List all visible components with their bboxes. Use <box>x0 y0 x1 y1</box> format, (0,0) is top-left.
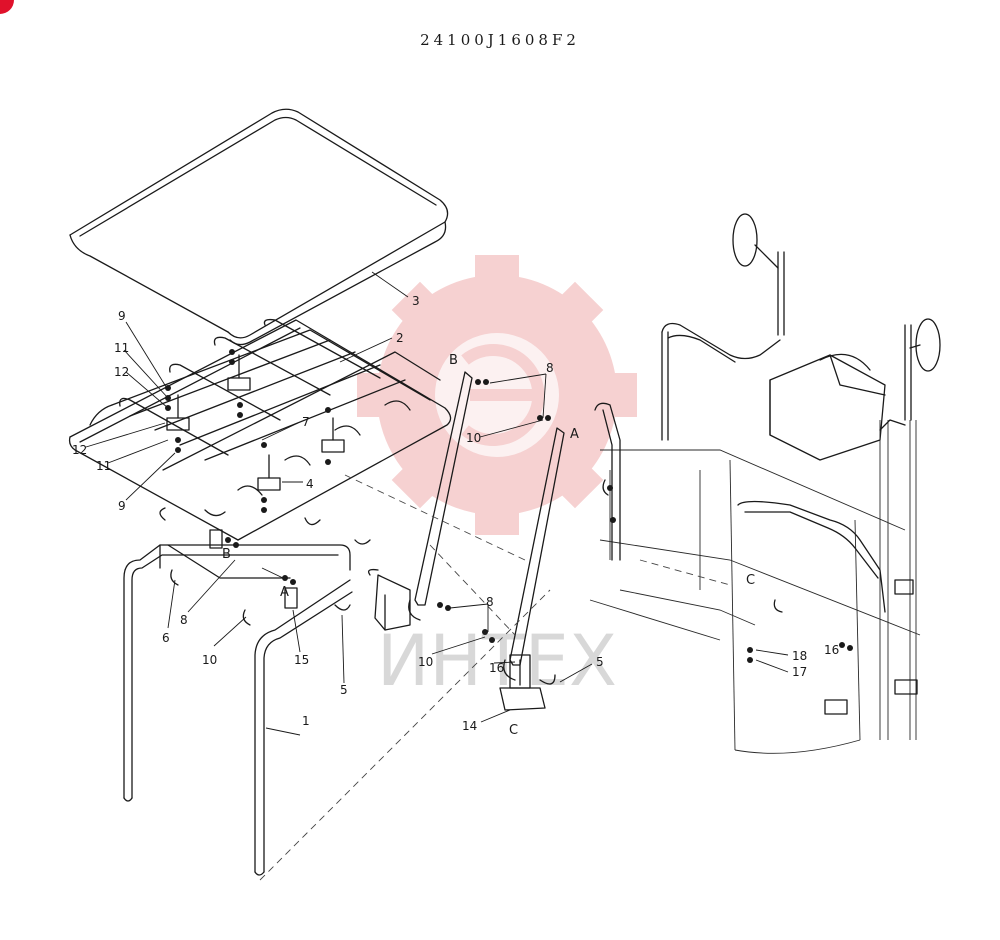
canopy-top-part <box>69 108 449 346</box>
callout-10b: 10 <box>466 431 481 445</box>
callout-5b: 5 <box>596 655 604 669</box>
callout-12a: 12 <box>114 365 129 379</box>
corner-badge <box>0 0 14 14</box>
callout-1: 1 <box>302 714 310 728</box>
callout-15: 15 <box>294 653 309 667</box>
callout-9a: 9 <box>118 309 126 323</box>
callout-8b: 8 <box>546 361 554 375</box>
roll-bar-part <box>123 507 371 876</box>
ref-b-1: B <box>222 547 231 562</box>
ref-c-1: C <box>509 723 518 738</box>
reference-marks: A A B B C C <box>222 353 755 738</box>
callout-11b: 11 <box>96 459 111 473</box>
callout-11a: 11 <box>114 341 129 355</box>
callout-12b: 12 <box>72 443 87 457</box>
callout-10c: 10 <box>418 655 433 669</box>
leader-lines <box>85 271 789 736</box>
callout-5a: 5 <box>340 683 348 697</box>
callout-8c: 8 <box>486 595 494 609</box>
callout-4: 4 <box>306 477 314 491</box>
callout-9b: 9 <box>118 499 126 513</box>
ref-a-1: A <box>280 585 289 600</box>
ref-c-2: C <box>746 573 755 588</box>
callout-7: 7 <box>302 415 310 429</box>
watermark-text: ИНТЕХ <box>377 620 617 702</box>
ref-b-2: B <box>449 353 458 368</box>
callout-2: 2 <box>396 331 404 345</box>
callout-18: 18 <box>792 649 807 663</box>
callout-labels: 1 2 3 4 5 5 6 7 8 8 8 9 9 10 10 10 11 11… <box>72 294 839 733</box>
part-number-title: 24100J1608F2 <box>420 31 580 49</box>
side-struts-part <box>367 371 565 711</box>
callout-16b: 16 <box>824 643 839 657</box>
callout-3: 3 <box>412 294 420 308</box>
callout-16a: 16 <box>489 661 504 675</box>
roof-frame-part <box>68 318 452 541</box>
callout-17: 17 <box>792 665 807 679</box>
callout-14: 14 <box>462 719 477 733</box>
ref-a-2: A <box>570 427 579 442</box>
callout-8a: 8 <box>180 613 188 627</box>
callout-10a: 10 <box>202 653 217 667</box>
callout-6: 6 <box>162 631 170 645</box>
watermark-gear-icon <box>357 255 637 535</box>
tractor-body <box>589 213 941 754</box>
